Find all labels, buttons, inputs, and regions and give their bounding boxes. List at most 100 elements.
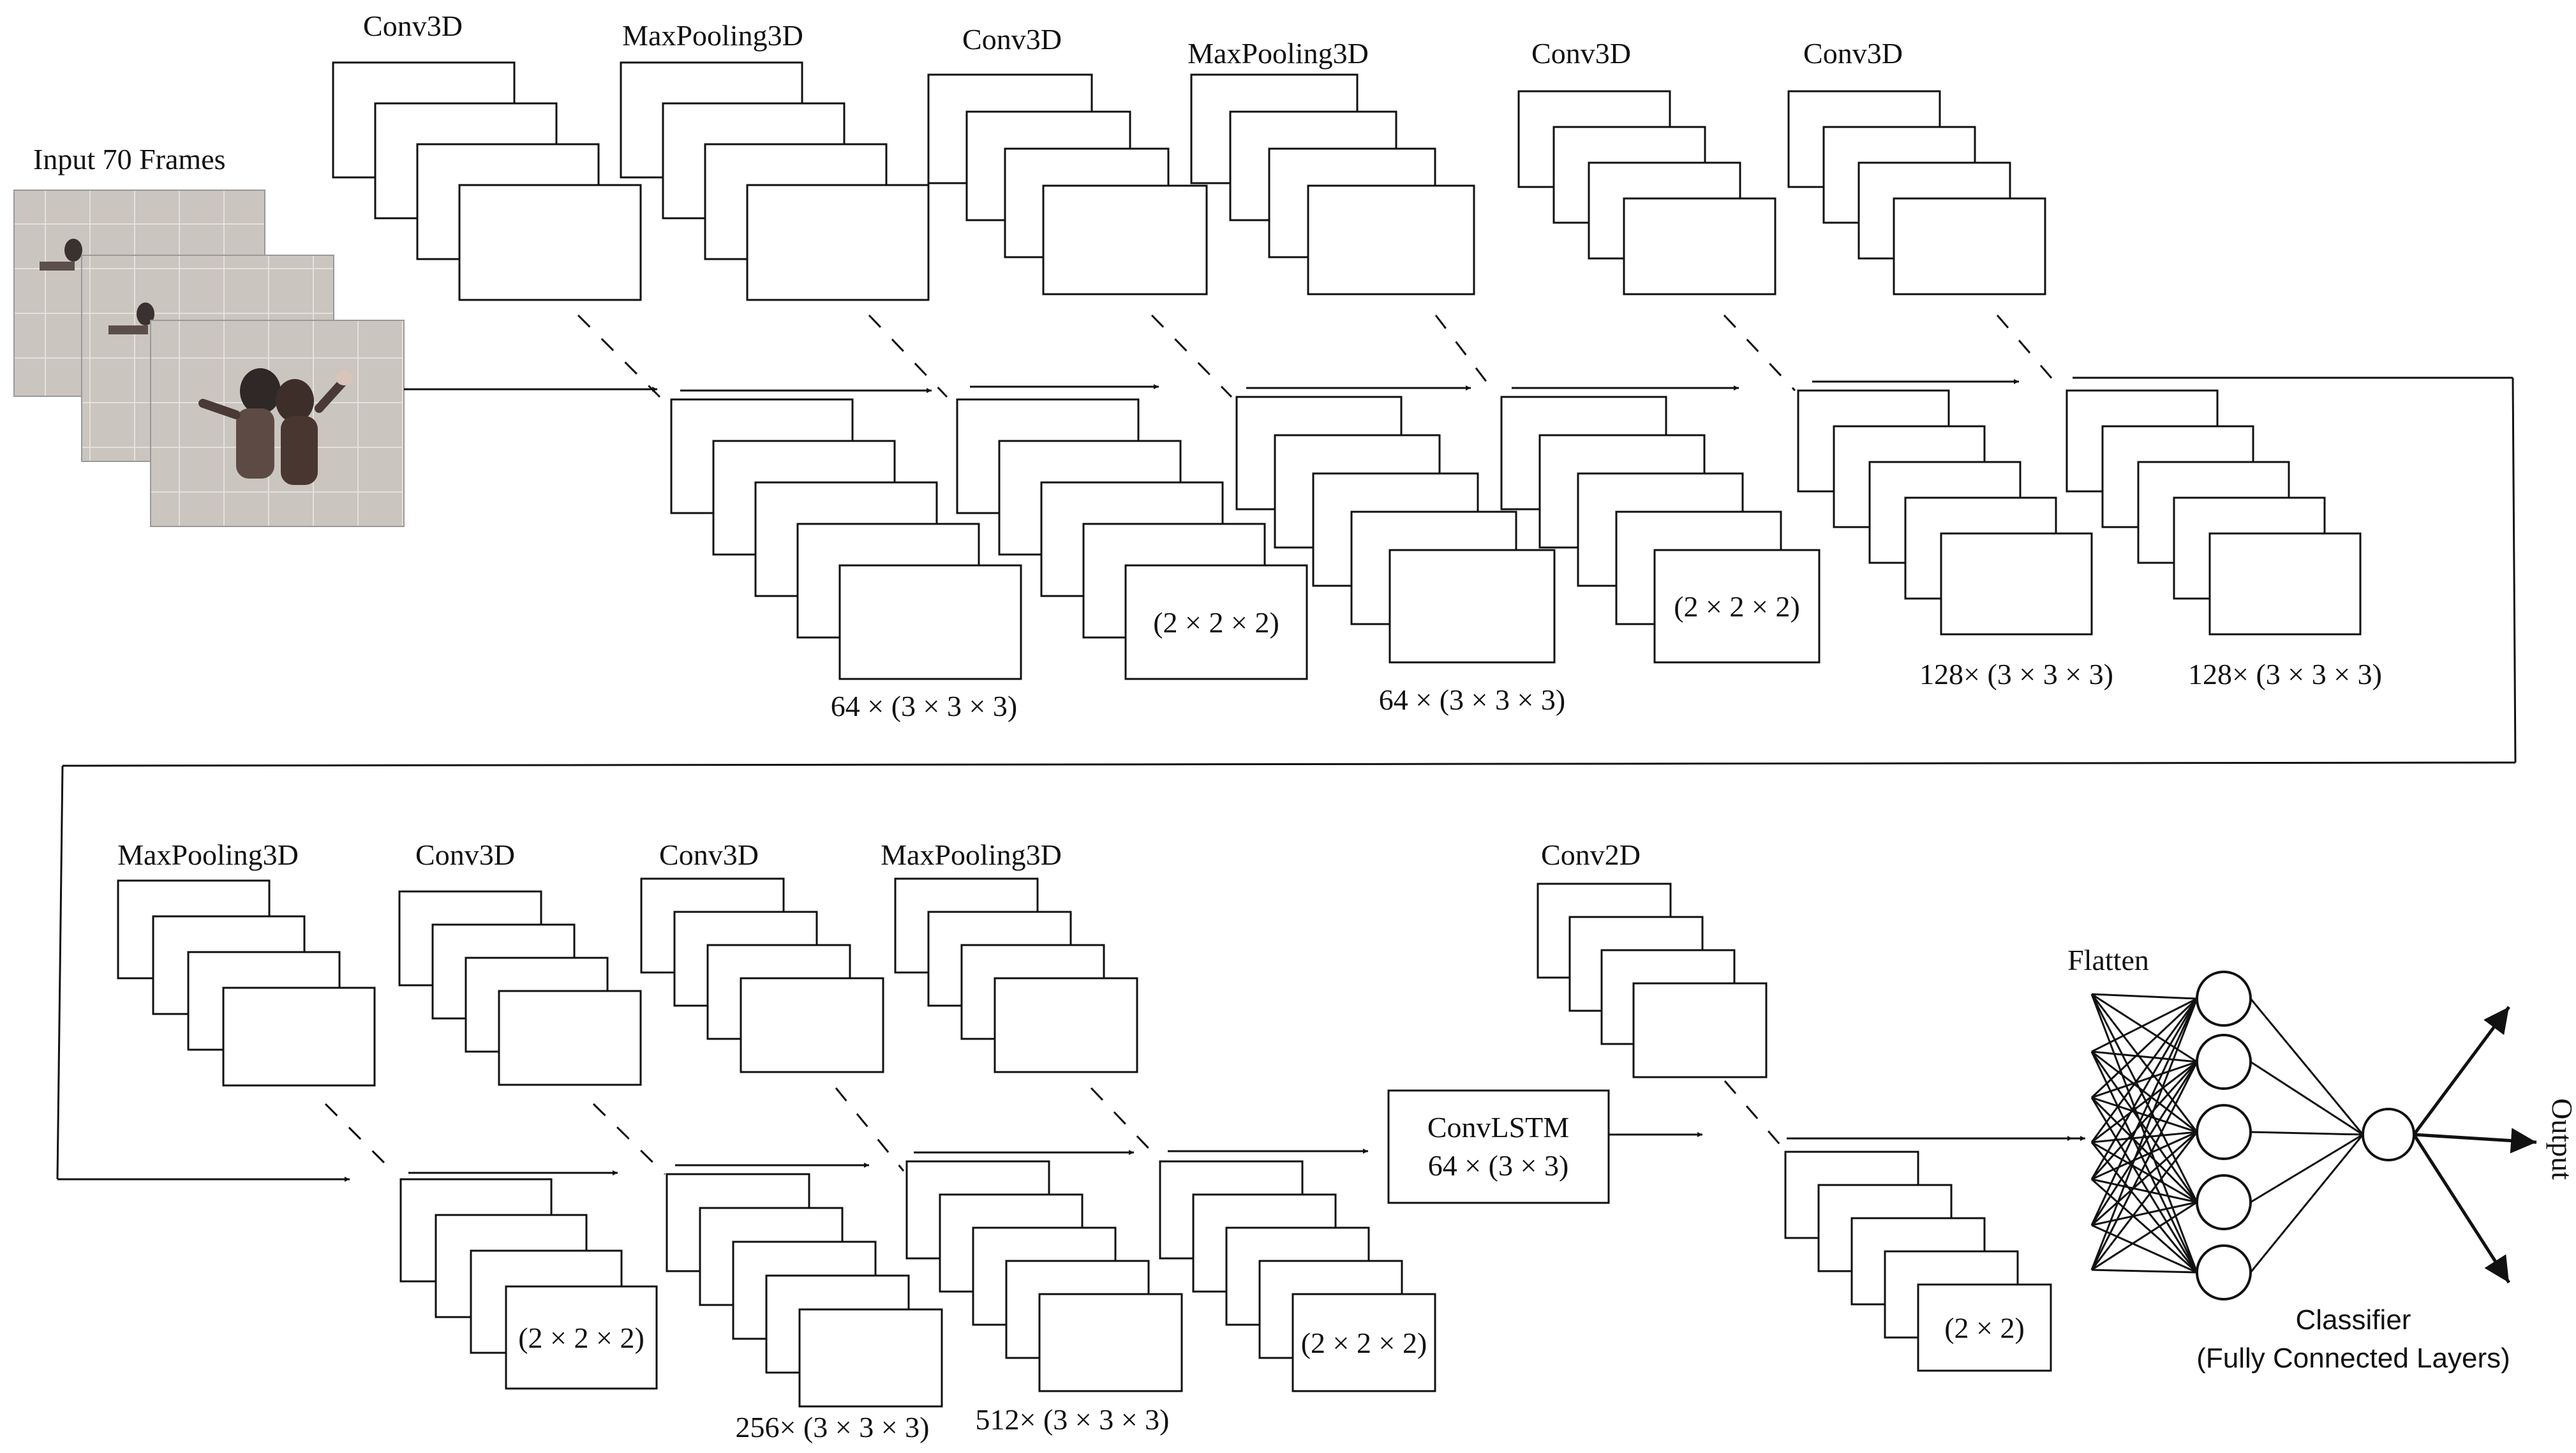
top-layer-param-5: 128× (3 × 3 × 3) [1919,658,2113,690]
top-layer-title-4: MaxPooling3D [1187,37,1369,70]
feature-map [1042,184,1208,295]
projection-dashed-line [1996,315,2064,391]
network-edge [2090,1096,2198,1203]
output-neuron [2362,1108,2415,1161]
feature-map [1917,1283,2052,1372]
network-edge [2090,994,2198,1203]
network-edge [2091,1131,2198,1226]
network-edge [2091,1131,2198,1144]
hidden-neuron [2196,1174,2252,1230]
feature-map [1389,549,1556,664]
bottom-upper-stack-4 [894,877,1138,1073]
network-edge [2090,1142,2198,1273]
feature-map [746,184,930,301]
network-edge [2090,998,2198,1226]
output-arrow [2412,1006,2511,1136]
top-layer-title-6: Conv3D [1803,37,1903,70]
feature-map [838,564,1022,680]
network-edge [2091,993,2198,1063]
hidden-neuron [2196,1034,2252,1090]
network-edge [2090,997,2198,1099]
projection-dashed-line [1723,314,1796,392]
network-edge [2090,998,2198,1180]
conv2d-lower-stack [1784,1151,2052,1372]
feature-map [1940,532,2093,636]
network-edge [2090,994,2198,1133]
top-layer-title-3: Conv3D [962,23,1062,56]
projection-dashed-line [868,314,948,398]
network-edge [2090,1061,2198,1226]
top-lower-stack-1 [670,398,1022,680]
top-upper-stack-2 [620,61,930,301]
bottom-layer-param-2: 256× (3 × 3 × 3) [736,1411,930,1443]
network-edge [2250,1131,2364,1136]
flatten-label: Flatten [2067,944,2149,976]
top-upper-stack-1 [332,61,642,301]
network-edge [2090,1051,2198,1273]
top-layer-title-1: Conv3D [363,10,463,42]
network-edge [2091,1096,2198,1133]
feature-map [1632,982,1768,1078]
projection-dashed-line [1434,315,1496,394]
bottom-upper-stack-1 [117,879,376,1087]
network-edge [2250,1133,2364,1203]
bottom-lower-stack-4 [1159,1160,1436,1392]
conv2d-upper-stack [1537,883,1768,1078]
convlstm-title: ConvLSTM [1427,1111,1569,1144]
network-edge [2090,1061,2198,1181]
diagram-body: Conv3D MaxPooling3D Conv3D MaxPooling3D Conv… [56,10,2576,1443]
network-edge [2091,1201,2198,1226]
conv2d-param: (2 × 2) [1944,1312,2025,1345]
classifier-title: Classifier [2296,1304,2411,1336]
feature-map [1653,549,1820,664]
feature-map [222,987,376,1087]
top-lower-stack-4 [1500,396,1820,664]
top-layer-title-2: MaxPooling3D [622,19,803,52]
network-edge [2091,1061,2198,1099]
network-edge [2091,1178,2198,1203]
hidden-neuron [2196,1244,2252,1300]
input-frame [150,320,405,527]
network-edge [2091,1269,2198,1274]
feature-map [994,977,1138,1073]
output-label: Output [2546,1098,2576,1180]
network-edge [2091,1201,2198,1271]
wrap-connector [62,761,2516,767]
feature-map [498,990,642,1086]
projection-dashed-line [1090,1087,1158,1158]
top-layer-param-2: (2 × 2 × 2) [1153,606,1279,639]
feature-map [740,977,884,1073]
projection-dashed-line [577,314,661,398]
network-edge [2250,1061,2364,1136]
network-edge [2091,1050,2198,1063]
output-arrow [2413,1128,2537,1154]
network-edge [2090,1061,2198,1270]
network-edge [2090,1131,2198,1270]
feature-map [1292,1293,1436,1392]
feature-map [1038,1293,1183,1392]
top-layer-param-6: 128× (3 × 3 × 3) [2188,658,2382,690]
projection-dashed-line [835,1087,905,1172]
top-lower-stack-5 [1797,389,2093,636]
top-lower-stack-2 [956,398,1308,680]
network-edge [2091,993,2198,1000]
top-lower-stack-3 [1235,396,1556,664]
bottom-layer-title-2: Conv3D [415,838,515,871]
feature-map [1307,184,1475,295]
bottom-upper-stack-3 [640,877,884,1073]
feature-map [1623,197,1776,295]
top-upper-stack-3 [927,73,1208,295]
top-lower-stack-6 [2066,389,2362,636]
top-layer-param-3: 64 × (3 × 3 × 3) [1379,683,1565,716]
top-upper-stack-6 [1787,90,2046,295]
bottom-lower-stack-2 [666,1173,943,1408]
network-edge [2091,1224,2198,1274]
top-upper-stack-5 [1517,90,1776,295]
bottom-layer-param-1: (2 × 2 × 2) [518,1322,644,1354]
bottom-upper-stack-2 [398,890,642,1086]
bottom-layer-param-3: 512× (3 × 3 × 3) [976,1403,1170,1436]
convlstm-box [1387,1089,1610,1204]
hidden-neuron [2196,971,2252,1027]
